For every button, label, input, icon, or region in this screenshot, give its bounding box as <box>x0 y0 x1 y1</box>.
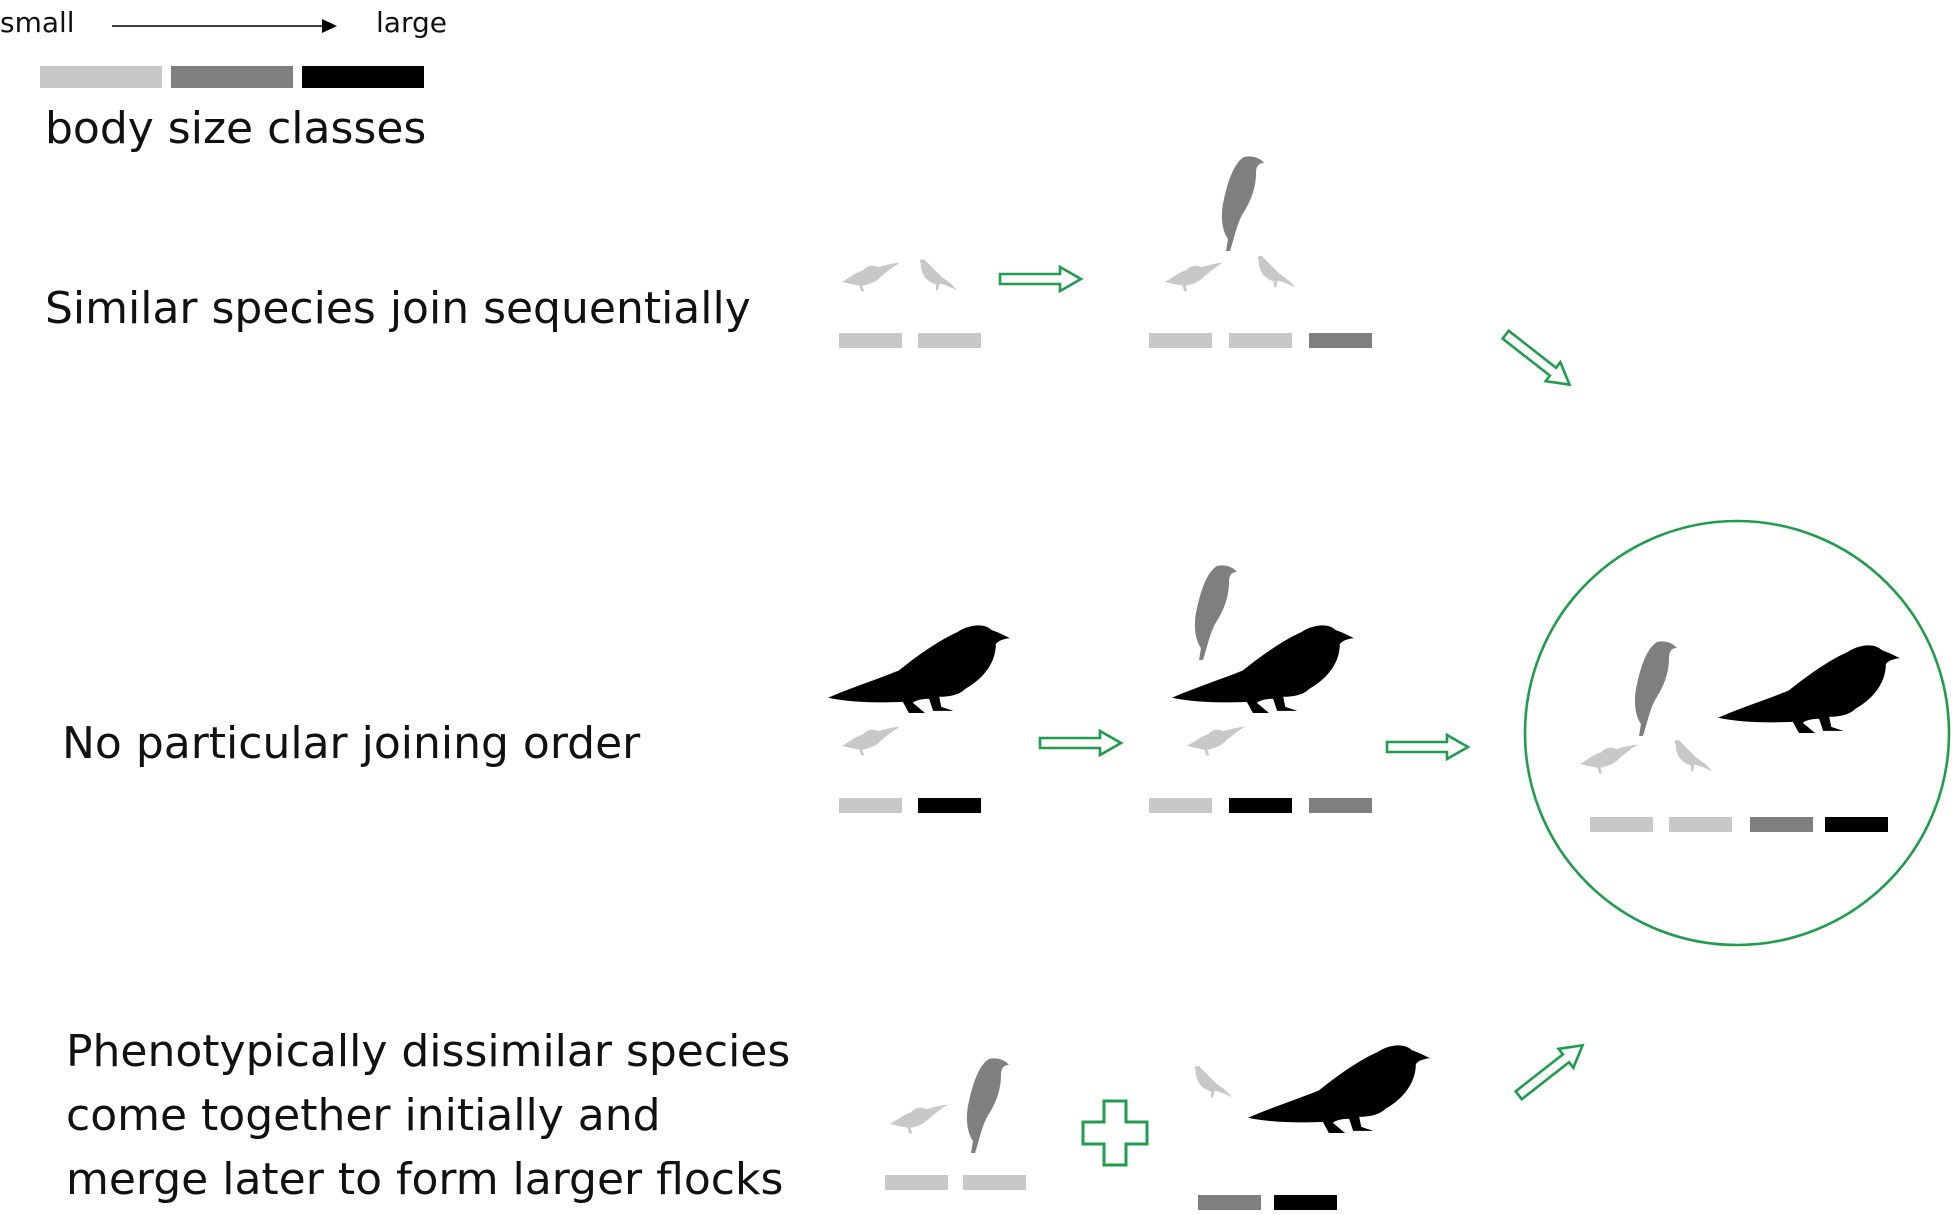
size-bar-small <box>963 1175 1026 1190</box>
size-bar-small <box>1149 333 1212 348</box>
bird-icon <box>890 1104 948 1134</box>
row-label-merge-line-1: Phenotypically dissimilar species <box>66 1026 791 1077</box>
row-label-sequential: Similar species join sequentially <box>45 283 751 334</box>
bird-icon <box>1165 262 1223 292</box>
bird-icon <box>1718 645 1900 733</box>
legend-bar-medium <box>171 66 293 88</box>
size-bar-small <box>918 333 981 348</box>
size-bar-large <box>1825 817 1888 832</box>
arrow-right-icon <box>1038 728 1124 758</box>
bird-icon <box>1172 625 1354 713</box>
bird-icon <box>1221 156 1264 251</box>
row-label-merge-line-3: merge later to form larger flocks <box>66 1154 784 1205</box>
bird-icon <box>1674 740 1712 772</box>
legend-bar-large <box>302 66 424 88</box>
arrow-diagonal-up-icon <box>1513 1043 1585 1102</box>
row-label-random: No particular joining order <box>62 718 641 769</box>
legend-small-label: small <box>0 6 75 39</box>
size-bar-small <box>1669 817 1732 832</box>
size-bar-small <box>885 1175 948 1190</box>
bird-icon <box>1248 1045 1430 1133</box>
bird-icon <box>1634 641 1677 736</box>
size-bar-small <box>839 798 902 813</box>
size-bar-medium <box>1309 798 1372 813</box>
size-bar-large <box>1229 798 1292 813</box>
size-bar-medium <box>1750 817 1813 832</box>
bird-icon <box>1187 726 1245 756</box>
bird-icon <box>842 726 900 756</box>
bird-icon <box>1257 256 1295 288</box>
row-label-merge: Phenotypically dissimilar species come t… <box>66 1020 826 1212</box>
size-bar-large <box>1274 1195 1337 1210</box>
size-bar-small <box>1229 333 1292 348</box>
size-bar-small <box>839 333 902 348</box>
size-bar-medium <box>1198 1195 1261 1210</box>
legend-large-label: large <box>376 6 447 39</box>
size-bar-medium <box>1309 333 1372 348</box>
arrow-right-icon <box>998 264 1084 294</box>
bird-icon <box>966 1058 1009 1153</box>
bird-icon <box>842 262 900 292</box>
legend-arrow-icon <box>112 19 337 33</box>
circle-icon <box>1523 519 1951 947</box>
size-bar-small <box>1149 798 1212 813</box>
bird-icon <box>828 625 1010 713</box>
size-bar-small <box>1590 817 1653 832</box>
row-label-merge-line-2: come together initially and <box>66 1090 661 1141</box>
size-bar-large <box>918 798 981 813</box>
legend-caption: body size classes <box>45 103 427 154</box>
bird-icon <box>919 259 957 291</box>
bird-icon <box>1194 565 1237 660</box>
arrow-right-icon <box>1385 732 1471 762</box>
legend-bar-small <box>40 66 162 88</box>
bird-icon <box>1580 744 1638 774</box>
plus-icon <box>1081 1099 1149 1167</box>
arrow-diagonal-down-icon <box>1500 328 1572 387</box>
bird-icon <box>1194 1066 1232 1098</box>
